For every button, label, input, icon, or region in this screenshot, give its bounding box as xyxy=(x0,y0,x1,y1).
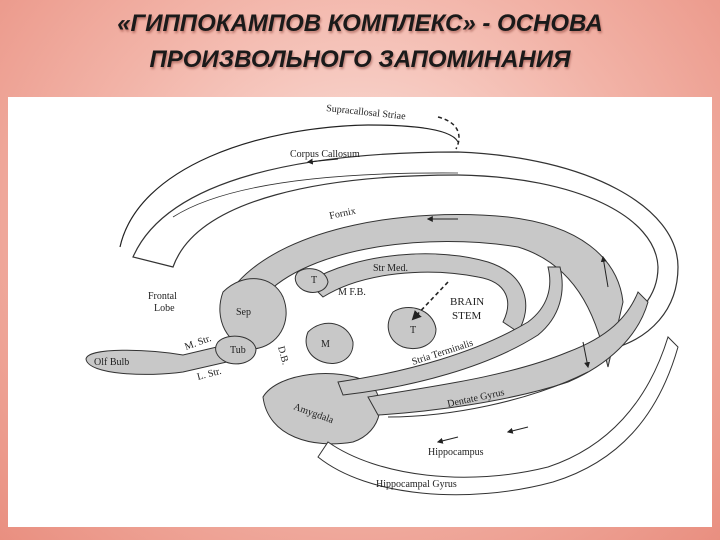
septal-area xyxy=(219,278,287,350)
label-sep: Sep xyxy=(236,307,251,318)
callosum-inner-line xyxy=(172,172,459,218)
arrow-hippo-2 xyxy=(436,436,459,444)
label-m: M xyxy=(321,339,330,350)
hippocampus xyxy=(367,291,649,416)
arrow-hippo-1 xyxy=(506,426,529,434)
supracallosal-striae-path xyxy=(119,124,459,248)
limbic-system-diagram: Supracallosal Striae Corpus Callosum For… xyxy=(8,97,712,527)
arrow-callosum xyxy=(306,158,339,165)
label-st-med: Str Med. xyxy=(373,263,408,274)
olfactory-tubercle xyxy=(215,335,257,365)
title-line-2: ПРОИЗВОЛЬНОГО ЗАПОМИНАНИЯ xyxy=(149,46,571,73)
label-corpus-callosum: Corpus Callosum xyxy=(290,149,360,160)
stria-terminalis xyxy=(337,266,563,396)
label-brain-stem-1: BRAIN xyxy=(450,296,484,308)
label-mfb: M F.B. xyxy=(338,287,366,298)
arrow-fornix-3 xyxy=(582,341,591,369)
title-line-1: «ГИППОКАМПОВ КОМПЛЕКС» - ОСНОВА xyxy=(117,10,603,37)
thalamus-upper xyxy=(294,268,329,293)
label-brain-stem-2: STEM xyxy=(452,310,482,322)
label-t2: T xyxy=(410,325,416,336)
dentate-gyrus xyxy=(387,371,589,418)
brain-stem-arrow xyxy=(411,281,449,321)
mammillary-body xyxy=(305,322,354,364)
label-supracallosal-striae: Supracallosal Striae xyxy=(326,103,407,122)
label-db: D.B. xyxy=(275,345,291,366)
fornix xyxy=(237,214,624,368)
hippocampal-gyrus xyxy=(317,336,679,496)
label-hippocampal-gyrus: Hippocampal Gyrus xyxy=(376,479,457,490)
thalamus-lower xyxy=(387,307,437,350)
label-t1: T xyxy=(311,275,317,286)
supracallosal-striae-dashed xyxy=(437,116,460,150)
diagram-svg: Supracallosal Striae Corpus Callosum For… xyxy=(85,103,679,496)
label-tub: Tub xyxy=(230,345,246,356)
arrow-fornix-2 xyxy=(600,255,609,288)
label-frontal-1: Frontal xyxy=(148,291,177,302)
label-frontal-2: Lobe xyxy=(154,303,175,314)
label-olf-bulb: Olf Bulb xyxy=(94,357,129,368)
label-fornix: Fornix xyxy=(328,206,356,222)
label-hippocampus: Hippocampus xyxy=(428,447,484,458)
slide-title: «ГИППОКАМПОВ КОМПЛЕКС» - ОСНОВА ПРОИЗВОЛ… xyxy=(0,6,720,78)
